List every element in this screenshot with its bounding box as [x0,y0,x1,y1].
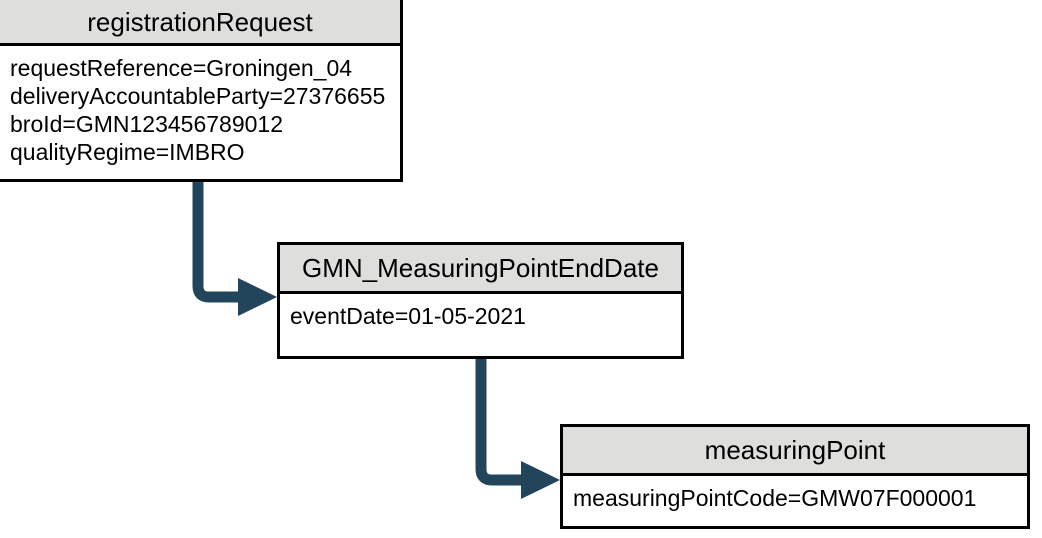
uml-object-registration-request[interactable]: registrationRequest requestReference=Gro… [0,0,403,182]
uml-object-attributes: measuringPointCode=GMW07F000001 [563,476,1027,526]
attribute-row: broId=GMN123456789012 [10,111,284,137]
attribute-row: qualityRegime=IMBRO [10,139,245,165]
uml-object-measuring-point-end-date[interactable]: GMN_MeasuringPointEndDate eventDate=01-0… [277,242,684,359]
uml-object-measuring-point[interactable]: measuringPoint measuringPointCode=GMW07F… [560,424,1030,529]
uml-object-title: registrationRequest [0,0,400,46]
uml-object-title: GMN_MeasuringPointEndDate [280,245,681,294]
uml-object-title: measuringPoint [563,427,1027,476]
uml-object-attributes: eventDate=01-05-2021 [280,294,681,356]
attribute-row: deliveryAccountableParty=27376655 [10,83,386,109]
attribute-row: requestReference=Groningen_04 [10,55,353,81]
attribute-row: measuringPointCode=GMW07F000001 [573,485,977,511]
uml-object-attributes: requestReference=Groningen_04 deliveryAc… [0,46,400,179]
attribute-row: eventDate=01-05-2021 [290,303,526,329]
